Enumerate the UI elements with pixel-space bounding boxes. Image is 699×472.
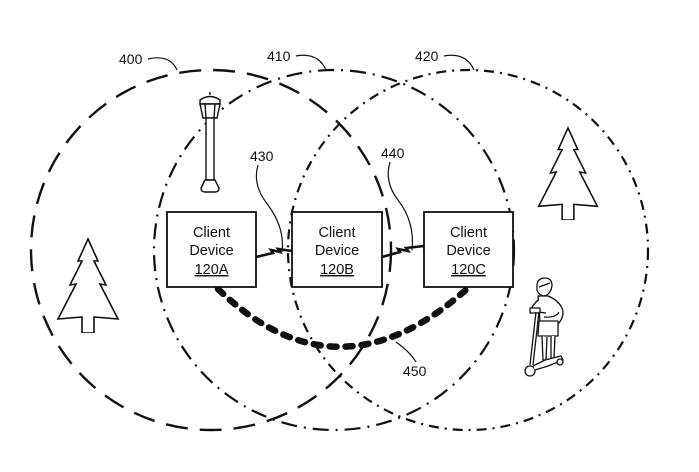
- device-label-line1: Client: [318, 225, 355, 241]
- tree-left-icon: [57, 238, 119, 333]
- wireless-link-440: [381, 244, 425, 259]
- ref-label-430: 430: [250, 148, 274, 164]
- device-label-line2: Device: [446, 243, 490, 259]
- leader-line-410: [295, 54, 327, 71]
- device-label-line1: Client: [193, 225, 230, 241]
- client-device-120C: Client Device 120C: [423, 211, 514, 288]
- device-id: 120A: [195, 262, 229, 278]
- client-device-120B: Client Device 120B: [291, 211, 383, 288]
- device-id: 120C: [451, 262, 486, 278]
- coverage-area-420: [286, 68, 650, 432]
- scooter-rider-icon: [524, 277, 564, 377]
- wireless-link-430: [255, 247, 293, 259]
- device-id: 120B: [320, 262, 354, 278]
- device-label-line2: Device: [315, 243, 359, 259]
- ref-label-450: 450: [403, 363, 427, 379]
- device-label-line1: Client: [450, 225, 487, 241]
- device-label-line2: Device: [189, 243, 233, 259]
- client-device-120A: Client Device 120A: [166, 211, 257, 288]
- coverage-area-410: [152, 68, 516, 432]
- ref-label-420: 420: [415, 48, 439, 64]
- leader-line-430: [255, 164, 284, 253]
- tree-right-icon: [537, 127, 599, 220]
- relay-path-450: [214, 284, 472, 350]
- ref-label-400: 400: [119, 51, 143, 67]
- ref-label-440: 440: [381, 145, 405, 161]
- leader-line-400: [147, 57, 178, 71]
- leader-line-450: [395, 341, 417, 363]
- ref-label-410: 410: [267, 48, 291, 64]
- lamp-post-icon: [199, 92, 221, 193]
- leader-line-440: [387, 161, 414, 251]
- leader-line-420: [443, 54, 475, 71]
- coverage-area-400: [29, 68, 393, 432]
